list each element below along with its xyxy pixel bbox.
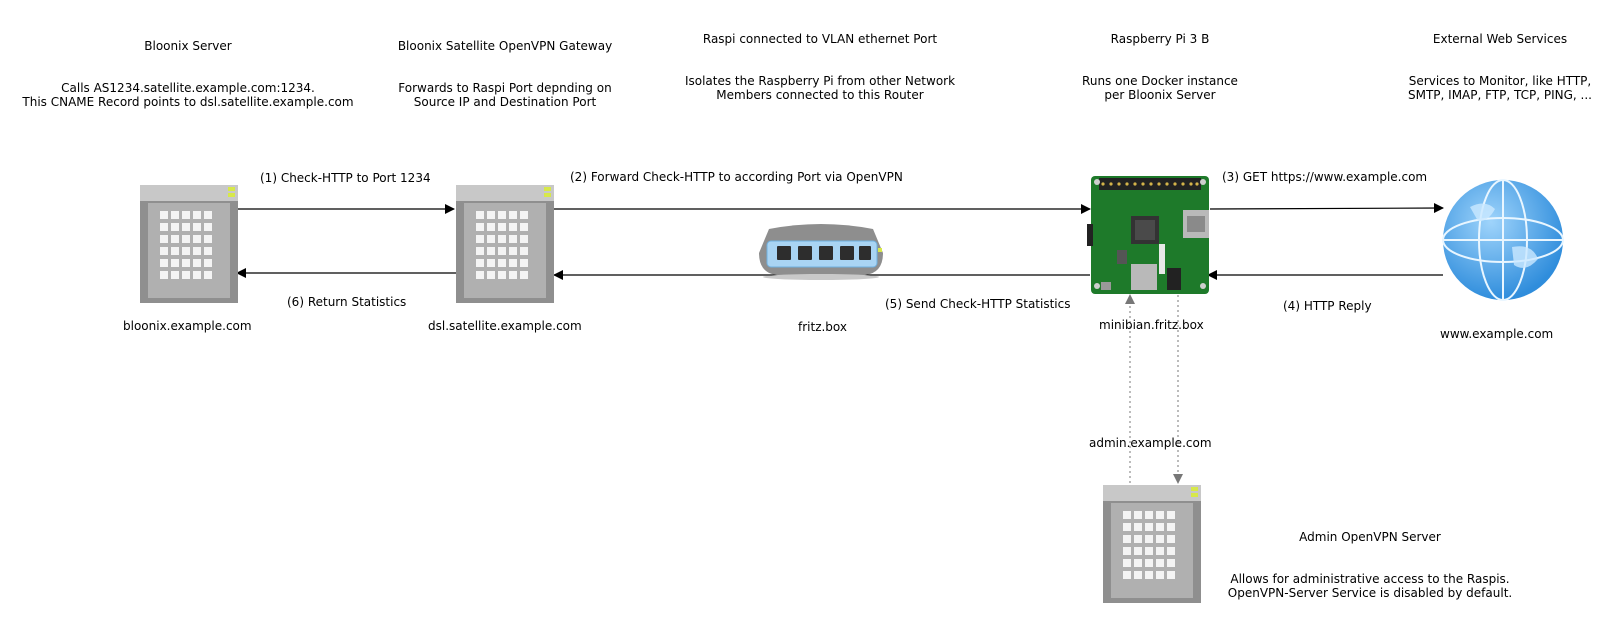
bloonix-server-header: Bloonix Server Calls AS1234.satellite.ex… (18, 25, 358, 123)
satellite-gateway-label: dsl.satellite.example.com (428, 319, 582, 333)
raspberry-pi-board-icon (1087, 176, 1209, 294)
globe-icon (1442, 179, 1564, 301)
admin-server-label: admin.example.com (1089, 436, 1212, 450)
server-icon (456, 185, 554, 303)
vlan-title: Raspi connected to VLAN ethernet Port (702, 32, 938, 46)
raspi-description: Runs one Docker instance per Bloonix Ser… (1082, 74, 1238, 102)
raspberry-pi-node (1087, 172, 1213, 306)
server-icon (140, 185, 238, 303)
admin-server-title: Admin OpenVPN Server (1299, 530, 1441, 544)
web-node (1440, 177, 1566, 307)
satellite-gateway-node (454, 183, 556, 309)
router-label: fritz.box (798, 320, 848, 334)
bloonix-server-node (138, 183, 240, 309)
raspi-header: Raspberry Pi 3 B Runs one Docker instanc… (1055, 18, 1265, 116)
flow-4-label: (4) HTTP Reply (1283, 299, 1372, 313)
flow-3-label: (3) GET https://www.example.com (1222, 170, 1428, 184)
server-icon (1103, 485, 1201, 603)
router-node (755, 223, 887, 285)
switch-icon (759, 224, 883, 280)
web-label: www.example.com (1440, 327, 1554, 341)
bloonix-server-description: Calls AS1234.satellite.example.com:1234.… (22, 81, 354, 109)
external-header: External Web Services Services to Monito… (1395, 18, 1603, 116)
flow-5-label: (5) Send Check-HTTP Statistics (885, 297, 1071, 311)
admin-server-description: Allows for administrative access to the … (1227, 572, 1513, 600)
raspberry-pi-label: minibian.fritz.box (1099, 318, 1204, 332)
external-description: Services to Monitor, like HTTP, SMTP, IM… (1407, 74, 1592, 102)
bloonix-server-title: Bloonix Server (144, 39, 232, 53)
flow-6-label: (6) Return Statistics (287, 295, 407, 309)
gateway-description: Forwards to Raspi Port depnding on Sourc… (398, 81, 612, 109)
gateway-header: Bloonix Satellite OpenVPN Gateway Forwar… (380, 25, 630, 123)
flow-1-label: (1) Check-HTTP to Port 1234 (260, 171, 431, 185)
bloonix-server-label: bloonix.example.com (123, 319, 252, 333)
external-title: External Web Services (1432, 32, 1568, 46)
vlan-description: Isolates the Raspberry Pi from other Net… (684, 74, 956, 102)
flow-2-label: (2) Forward Check-HTTP to according Port… (570, 170, 903, 184)
raspi-title: Raspberry Pi 3 B (1110, 32, 1210, 46)
admin-server-header: Admin OpenVPN Server Allows for administ… (1220, 516, 1520, 614)
flow-3-line (1209, 203, 1444, 214)
vlan-header: Raspi connected to VLAN ethernet Port Is… (665, 18, 975, 116)
admin-server-node (1101, 483, 1203, 609)
gateway-title: Bloonix Satellite OpenVPN Gateway (397, 39, 613, 53)
